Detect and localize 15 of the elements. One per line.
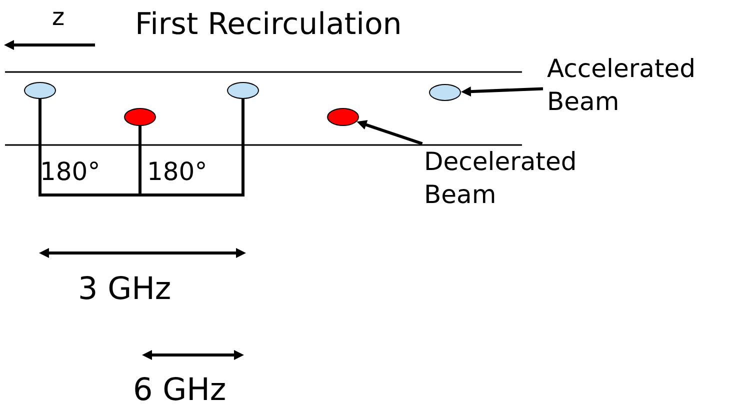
decelerated-bunch	[124, 108, 156, 126]
accelerated-bunch	[24, 82, 56, 99]
decelerated-bunch	[327, 108, 359, 126]
leader-arrow	[460, 86, 544, 96]
frequency-label: 3 GHz	[78, 272, 172, 308]
frequency-label: 6 GHz	[133, 373, 226, 409]
beam-label: Accelerated Beam	[547, 52, 736, 118]
phase-label: 180°	[40, 158, 100, 187]
accelerated-bunch	[227, 82, 259, 99]
phase-label: 180°	[147, 158, 208, 187]
diagram-title: First Recirculation	[135, 8, 402, 42]
accelerated-bunch	[429, 84, 461, 101]
leader-arrow	[356, 120, 423, 146]
beam-label: Decelerated Beam	[424, 145, 624, 211]
axis-label: z	[52, 4, 65, 32]
